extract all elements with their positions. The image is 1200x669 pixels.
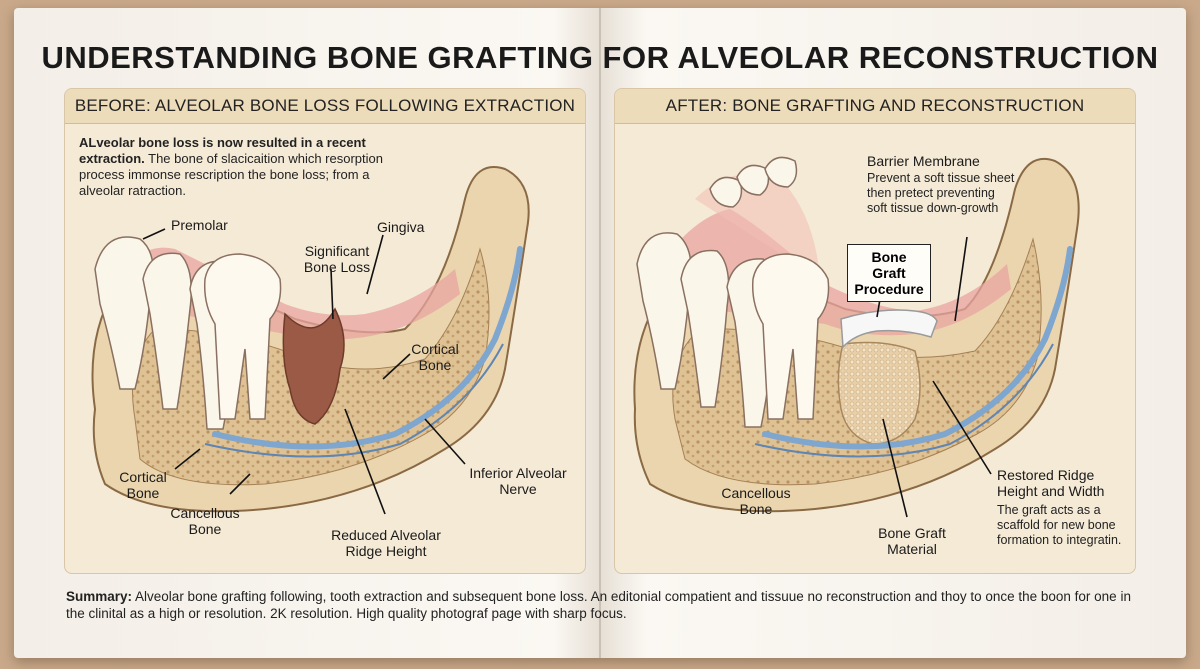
before-panel: BEFORE: ALVEOLAR BONE LOSS FOLLOWING EXT… — [64, 88, 586, 574]
label-gingiva: Gingiva — [377, 219, 425, 235]
before-inferior-alveolar-nerve — [212, 246, 523, 450]
summary-label: Summary: — [66, 589, 133, 604]
before-gingiva — [105, 247, 460, 340]
label-significant-bone-loss: Significant Bone Loss — [303, 243, 371, 275]
page-title: UNDERSTANDING BONE GRAFTING FOR ALVEOLAR… — [41, 40, 1159, 75]
before-leader-lines — [142, 228, 466, 515]
before-description-rest: The bone of slacicaition which resorptio… — [79, 151, 383, 198]
label-after-cancellous-bone: Cancellous Bone — [721, 485, 791, 517]
before-description: ALveolar bone loss is now resulted in a … — [79, 135, 389, 199]
bone-graft-procedure-box: Bone Graft Procedure — [847, 244, 931, 302]
after-inferior-alveolar-nerve — [762, 246, 1073, 450]
before-header: BEFORE: ALVEOLAR BONE LOSS FOLLOWING EXT… — [65, 89, 585, 124]
label-cortical-bone-left: Cortical Bone — [119, 469, 167, 501]
after-jaw-illustration — [633, 156, 1080, 518]
summary-text: Alveolar bone grafting following, tooth … — [66, 589, 1131, 621]
label-cancellous-bone: Cancellous Bone — [170, 505, 240, 537]
label-premolar: Premolar — [171, 217, 228, 233]
label-reduced-ridge-height: Reduced Alveolar Ridge Height — [331, 527, 441, 559]
before-teeth — [94, 236, 282, 430]
restored-ridge-note: The graft acts as a scaffold for new bon… — [997, 503, 1122, 547]
label-inferior-alveolar-nerve: Inferior Alveolar Nerve — [469, 465, 567, 497]
after-panel: AFTER: BONE GRAFTING AND RECONSTRUCTION … — [614, 88, 1136, 574]
before-jaw-illustration — [91, 166, 530, 515]
after-header: AFTER: BONE GRAFTING AND RECONSTRUCTION — [615, 89, 1135, 124]
summary: Summary: Alveolar bone grafting followin… — [66, 588, 1146, 622]
after-bone-graft-material — [837, 341, 921, 445]
barrier-membrane-note: Prevent a soft tissue sheet then pretect… — [867, 171, 1015, 215]
after-barrier-membrane — [840, 309, 938, 349]
after-leader-lines — [876, 236, 992, 518]
after-teeth — [636, 156, 830, 428]
before-description-bold: ALveolar bone loss is now resulted in a … — [79, 135, 366, 166]
bone-graft-procedure-label: Bone Graft Procedure — [854, 249, 924, 297]
label-barrier-membrane: Barrier Membrane — [867, 153, 980, 169]
before-bone-defect — [282, 307, 345, 425]
label-cortical-bone-top: Cortical Bone — [411, 341, 459, 373]
label-restored-ridge: Restored Ridge Height and Width — [997, 467, 1105, 499]
book-spine — [599, 8, 601, 658]
label-bone-graft-material: Bone Graft Material — [878, 525, 946, 557]
